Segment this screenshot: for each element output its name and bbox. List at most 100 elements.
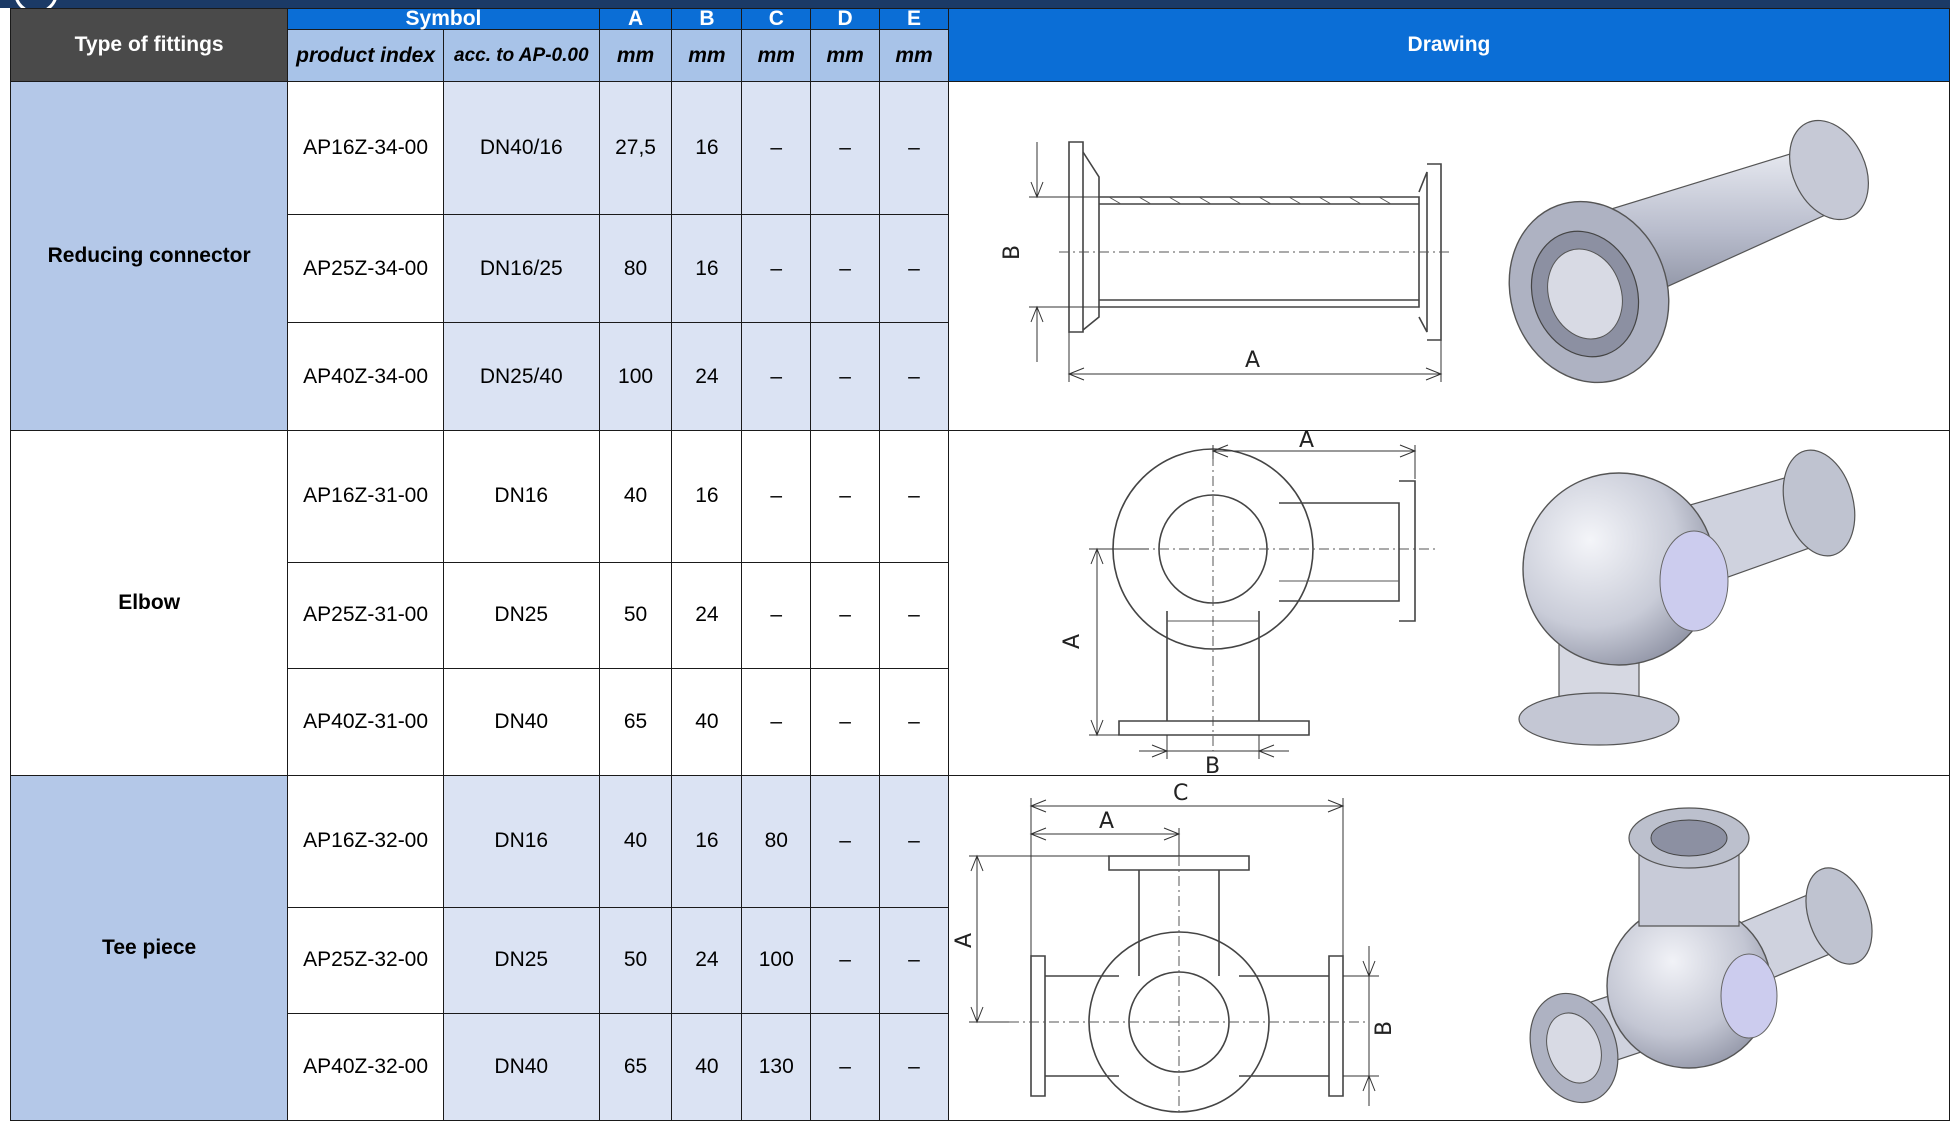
tee-piece-section — [968, 798, 1379, 1116]
col-b-header: B — [671, 8, 743, 30]
product-index-cell: AP40Z-31-00 — [287, 668, 444, 776]
fitting-type-elbow: Elbow — [9, 430, 289, 776]
reducing-connector-drawing: B A — [1000, 119, 1869, 384]
value-a: 27,5 — [598, 80, 673, 216]
elbow-drawing: A A B — [1060, 431, 1856, 775]
dimension-label-a: A — [1245, 348, 1260, 373]
acc-cell: DN25 — [442, 906, 600, 1015]
value-c: – — [741, 80, 812, 216]
value-a: 40 — [598, 775, 673, 908]
value-d: – — [810, 1013, 881, 1121]
unit-a: mm — [598, 29, 673, 82]
value-b: 40 — [671, 1013, 743, 1121]
value-c: – — [741, 668, 812, 776]
acc-to-header: acc. to AP-0.00 — [442, 29, 600, 82]
unit-c: mm — [741, 29, 812, 82]
fitting-type-reducing-connector: Reducing connector — [9, 81, 289, 431]
acc-cell: DN16 — [442, 430, 600, 563]
tee-piece-drawing: C A A B — [952, 781, 1873, 1116]
table-row: Elbow AP16Z-31-00 DN16 40 16 – – – — [9, 430, 1950, 776]
value-d: – — [810, 322, 881, 431]
value-e: – — [879, 1013, 949, 1121]
top-bar — [0, 0, 1950, 14]
unit-b: mm — [671, 29, 743, 82]
dimension-label-b: B — [1000, 245, 1025, 260]
product-index-cell: AP25Z-34-00 — [287, 214, 444, 324]
tee-piece-3d-render — [1529, 807, 1873, 1104]
reducing-connector-3d-render — [1508, 119, 1869, 384]
value-b: 24 — [671, 322, 743, 431]
col-e-header: E — [879, 8, 949, 30]
value-b: 16 — [671, 775, 743, 908]
table-row: AP25Z-31-00 DN25 50 24 – – – — [11, 561, 1950, 670]
elbow-3d-render — [1518, 449, 1856, 746]
acc-cell: DN40 — [442, 1013, 600, 1121]
symbol-header: Symbol — [287, 8, 600, 30]
value-e: – — [879, 80, 949, 216]
value-c: – — [741, 561, 812, 670]
value-d: – — [810, 561, 881, 670]
value-e: – — [879, 322, 949, 431]
table-row: Reducing connector AP16Z-34-00 DN40/16 2… — [9, 80, 1950, 431]
reducing-connector-section — [1028, 141, 1449, 382]
value-c: – — [741, 322, 812, 431]
table-row: AP40Z-31-00 DN40 65 40 – – – — [11, 668, 1950, 776]
value-e: – — [879, 214, 949, 324]
value-e: – — [879, 906, 949, 1015]
acc-cell: DN16 — [442, 775, 600, 908]
acc-cell: DN40 — [442, 668, 600, 776]
value-a: 65 — [598, 668, 673, 776]
value-c: – — [741, 430, 812, 563]
value-b: 16 — [671, 80, 743, 216]
value-d: – — [810, 775, 881, 908]
table-row: Tee piece AP16Z-32-00 DN16 40 16 80 – – — [9, 775, 1950, 1121]
value-d: – — [810, 906, 881, 1015]
value-e: – — [879, 430, 949, 563]
value-c: 100 — [741, 906, 812, 1015]
elbow-section — [1088, 444, 1439, 759]
col-a-header: A — [598, 8, 673, 30]
drawing-elbow: A A B — [947, 430, 1950, 776]
value-a: 40 — [598, 430, 673, 563]
dimension-label-a-top: A — [1299, 431, 1314, 453]
value-b: 16 — [671, 214, 743, 324]
product-index-cell: AP16Z-34-00 — [287, 80, 444, 216]
product-index-cell: AP40Z-34-00 — [287, 322, 444, 431]
unit-d: mm — [810, 29, 881, 82]
value-b: 16 — [671, 430, 743, 563]
dimension-label-c: C — [1173, 781, 1188, 806]
product-index-cell: AP40Z-32-00 — [287, 1013, 444, 1121]
dimension-label-b: B — [1205, 754, 1220, 775]
value-d: – — [810, 214, 881, 324]
drawing-reducing-connector: B A — [947, 81, 1950, 431]
value-a: 50 — [598, 906, 673, 1015]
value-d: – — [810, 430, 881, 563]
value-e: – — [879, 561, 949, 670]
dimension-label-a-side: A — [1060, 634, 1085, 649]
table-row: AP25Z-32-00 DN25 50 24 100 – – — [11, 906, 1950, 1015]
product-index-cell: AP25Z-32-00 — [287, 906, 444, 1015]
drawing-tee-piece: C A A B — [947, 775, 1950, 1121]
value-c: – — [741, 214, 812, 324]
value-e: – — [879, 775, 949, 908]
value-b: 24 — [671, 906, 743, 1015]
acc-cell: DN25 — [442, 561, 600, 670]
value-a: 65 — [598, 1013, 673, 1121]
table-row: AP25Z-34-00 DN16/25 80 16 – – – — [11, 214, 1950, 324]
product-index-cell: AP16Z-32-00 — [287, 775, 444, 908]
fittings-table: Type of fittings Symbol A B C D E Drawin… — [9, 8, 1950, 1121]
value-d: – — [810, 668, 881, 776]
acc-cell: DN25/40 — [442, 322, 600, 431]
table-row: AP40Z-34-00 DN25/40 100 24 – – – — [11, 322, 1950, 431]
value-c: 80 — [741, 775, 812, 908]
product-index-cell: AP25Z-31-00 — [287, 561, 444, 670]
type-of-fittings-header: Type of fittings — [9, 8, 289, 82]
value-c: 130 — [741, 1013, 812, 1121]
value-e: – — [879, 668, 949, 776]
product-index-cell: AP16Z-31-00 — [287, 430, 444, 563]
value-a: 80 — [598, 214, 673, 324]
dimension-label-b: B — [1372, 1021, 1397, 1036]
acc-cell: DN16/25 — [442, 214, 600, 324]
value-b: 40 — [671, 668, 743, 776]
table-row: AP40Z-32-00 DN40 65 40 130 – – — [11, 1013, 1950, 1121]
